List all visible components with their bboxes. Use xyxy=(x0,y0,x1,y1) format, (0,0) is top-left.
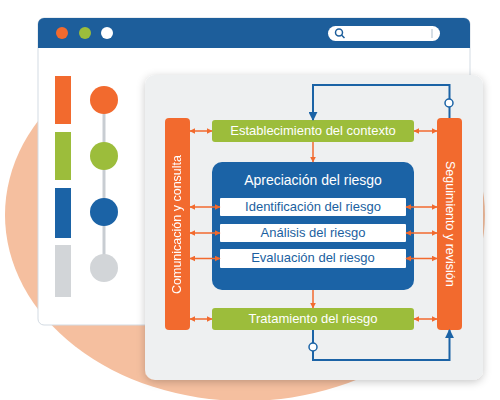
step-box: Identificación del riesgo xyxy=(220,198,406,216)
window-dot xyxy=(79,27,91,39)
timeline-dot xyxy=(90,86,118,114)
flow-arrow xyxy=(190,130,212,132)
sidebar-bar xyxy=(55,76,71,124)
flow-arrow xyxy=(414,318,437,320)
flow-arrow xyxy=(406,232,437,234)
group-box: Apreciación del riesgoIdentificación del… xyxy=(212,162,414,290)
node-label: Análisis del riesgo xyxy=(261,226,366,240)
search-field xyxy=(328,26,440,41)
node-label: Establecimiento del contexto xyxy=(230,124,395,138)
timeline-dot xyxy=(90,142,118,170)
flow-arrow xyxy=(312,290,314,308)
flow-arrow xyxy=(190,318,212,320)
front-panel xyxy=(145,75,483,380)
node-label: Evaluación del riesgo xyxy=(251,251,375,265)
sidebar-bar xyxy=(55,132,71,180)
title-bar xyxy=(38,18,470,48)
connector-group xyxy=(190,85,450,360)
search-icon xyxy=(342,35,345,38)
flow-arrow xyxy=(190,206,220,208)
node-label: Identificación del riesgo xyxy=(245,200,381,214)
side-band: Comunicación y consulta xyxy=(165,118,190,330)
loop-start-dot xyxy=(445,99,453,107)
flow-arrow xyxy=(406,258,437,260)
search-caret xyxy=(431,29,433,38)
feedback-arrow xyxy=(313,85,450,120)
sidebar-bar xyxy=(55,245,71,297)
timeline-dot xyxy=(90,198,118,226)
browser-window xyxy=(38,18,470,325)
sidebar-bar xyxy=(55,188,71,238)
node-label: Apreciación del riesgo xyxy=(244,173,382,188)
flow-arrow xyxy=(406,206,437,208)
flow-arrow xyxy=(312,142,314,162)
process-box: Tratamiento del riesgo xyxy=(212,308,414,330)
node-label: Comunicación y consulta xyxy=(171,155,185,294)
flow-arrow xyxy=(190,258,220,260)
timeline-dot xyxy=(90,254,118,282)
node-label: Seguimiento y revisión xyxy=(443,161,457,287)
timeline-line xyxy=(103,100,106,268)
flow-arrow xyxy=(414,130,437,132)
window-dot xyxy=(56,27,68,39)
step-box: Análisis del riesgo xyxy=(220,224,406,242)
window-dot xyxy=(101,27,113,39)
flow-arrow xyxy=(190,232,220,234)
process-box: Establecimiento del contexto xyxy=(212,120,414,142)
feedback-arrow xyxy=(313,330,450,360)
node-label: Tratamiento del riesgo xyxy=(249,312,378,326)
loop-start-dot xyxy=(309,343,317,351)
step-box: Evaluación del riesgo xyxy=(220,249,406,268)
search-icon xyxy=(336,29,343,36)
side-band: Seguimiento y revisión xyxy=(437,118,462,330)
